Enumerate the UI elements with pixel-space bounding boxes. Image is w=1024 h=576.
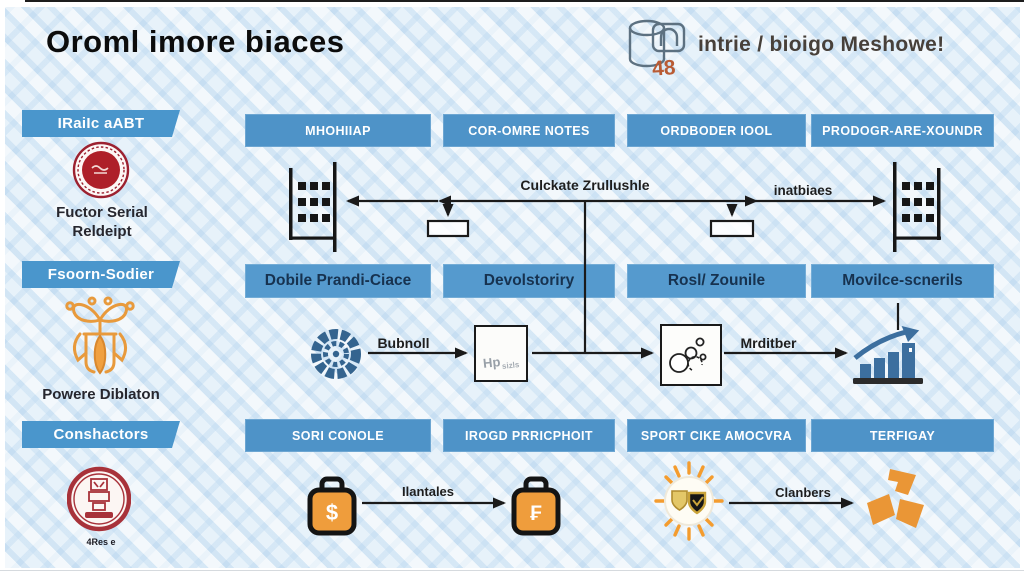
- header-rosl-zounile: Rosl/ Zounile: [627, 264, 806, 298]
- database-sketch-icon: 48: [626, 15, 694, 81]
- hp-box-subtext: sizls: [501, 360, 520, 371]
- flow1-right-label: inatbiaes: [773, 183, 833, 198]
- bubbles-box-icon: [660, 324, 722, 386]
- header-dobile-prandi-ciace: Dobile Prandi-Ciace: [245, 264, 431, 298]
- red-emblem-icon: [66, 465, 132, 538]
- flow1-left-label: Culckate Zrullushle: [520, 177, 650, 193]
- data-grid-icon-left: [287, 162, 339, 257]
- red-seal-icon: [72, 141, 130, 204]
- orange-ornament-icon: [62, 294, 138, 387]
- top-border-line: [25, 0, 1024, 2]
- growth-bar-chart-icon: [852, 326, 924, 389]
- sidebar-caption-3: 4Res e: [86, 537, 116, 547]
- orange-abstract-mark-icon: [862, 468, 928, 539]
- sidebar-banner-3: Conshactors: [22, 421, 180, 448]
- sidebar-caption-1: Fuctor Serial Reldeipt: [56, 204, 148, 240]
- sun-shields-icon: [652, 460, 726, 547]
- header-devolstoriry: Devolstoriry: [443, 264, 615, 298]
- bottom-border-line: [0, 570, 1024, 571]
- header-mhohiiap: MHOHIIAP: [245, 114, 431, 147]
- flow3-left-label: Ilantales: [401, 484, 455, 499]
- flow2-right-label: Mrditber: [740, 335, 797, 351]
- sidebar-banner-2: Fsoorn-Sodier: [22, 261, 180, 288]
- header-prodogr-are-xoundr: PRODOGR-ARE-XOUNDR: [811, 114, 994, 147]
- svg-text:48: 48: [651, 56, 676, 79]
- sidebar-banner-1: IRaiIc aABT: [22, 110, 180, 137]
- segmented-wheel-icon: [310, 328, 362, 385]
- data-grid-icon-right: [891, 162, 943, 257]
- sidebar-caption-2: Powere Diblaton: [42, 386, 160, 403]
- franc-briefcase-icon: ₣: [511, 476, 561, 541]
- flow2-left-label: Bubnoll: [377, 335, 430, 351]
- header-terfigay: TERFIGAY: [811, 419, 994, 452]
- page-title: Oroml imore biaces: [46, 24, 345, 59]
- header-irogd-prricphoit: IROGD PRRICPHOIT: [443, 419, 615, 452]
- flow3-right-label: Clanbers: [775, 485, 831, 500]
- header-ordboder-iool: ORDBODER IOOL: [627, 114, 806, 147]
- money-briefcase-icon: $: [307, 476, 357, 541]
- brand-label: intrie / bioigo Meshowe!: [698, 33, 945, 56]
- svg-text:$: $: [326, 500, 338, 525]
- svg-text:₣: ₣: [530, 502, 542, 525]
- hp-box-text: Hp: [482, 354, 502, 371]
- header-cor-omre-notes: COR-OMRE NOTES: [443, 114, 615, 147]
- header-sori-conole: SORI CONOLE: [245, 419, 431, 452]
- hp-process-box: Hp sizls: [474, 325, 528, 382]
- header-movilce-scnerils: Movilce-scnerils: [811, 264, 994, 298]
- header-sport-cike-amocvra: SPORT CIKE AMOCVRA: [627, 419, 806, 452]
